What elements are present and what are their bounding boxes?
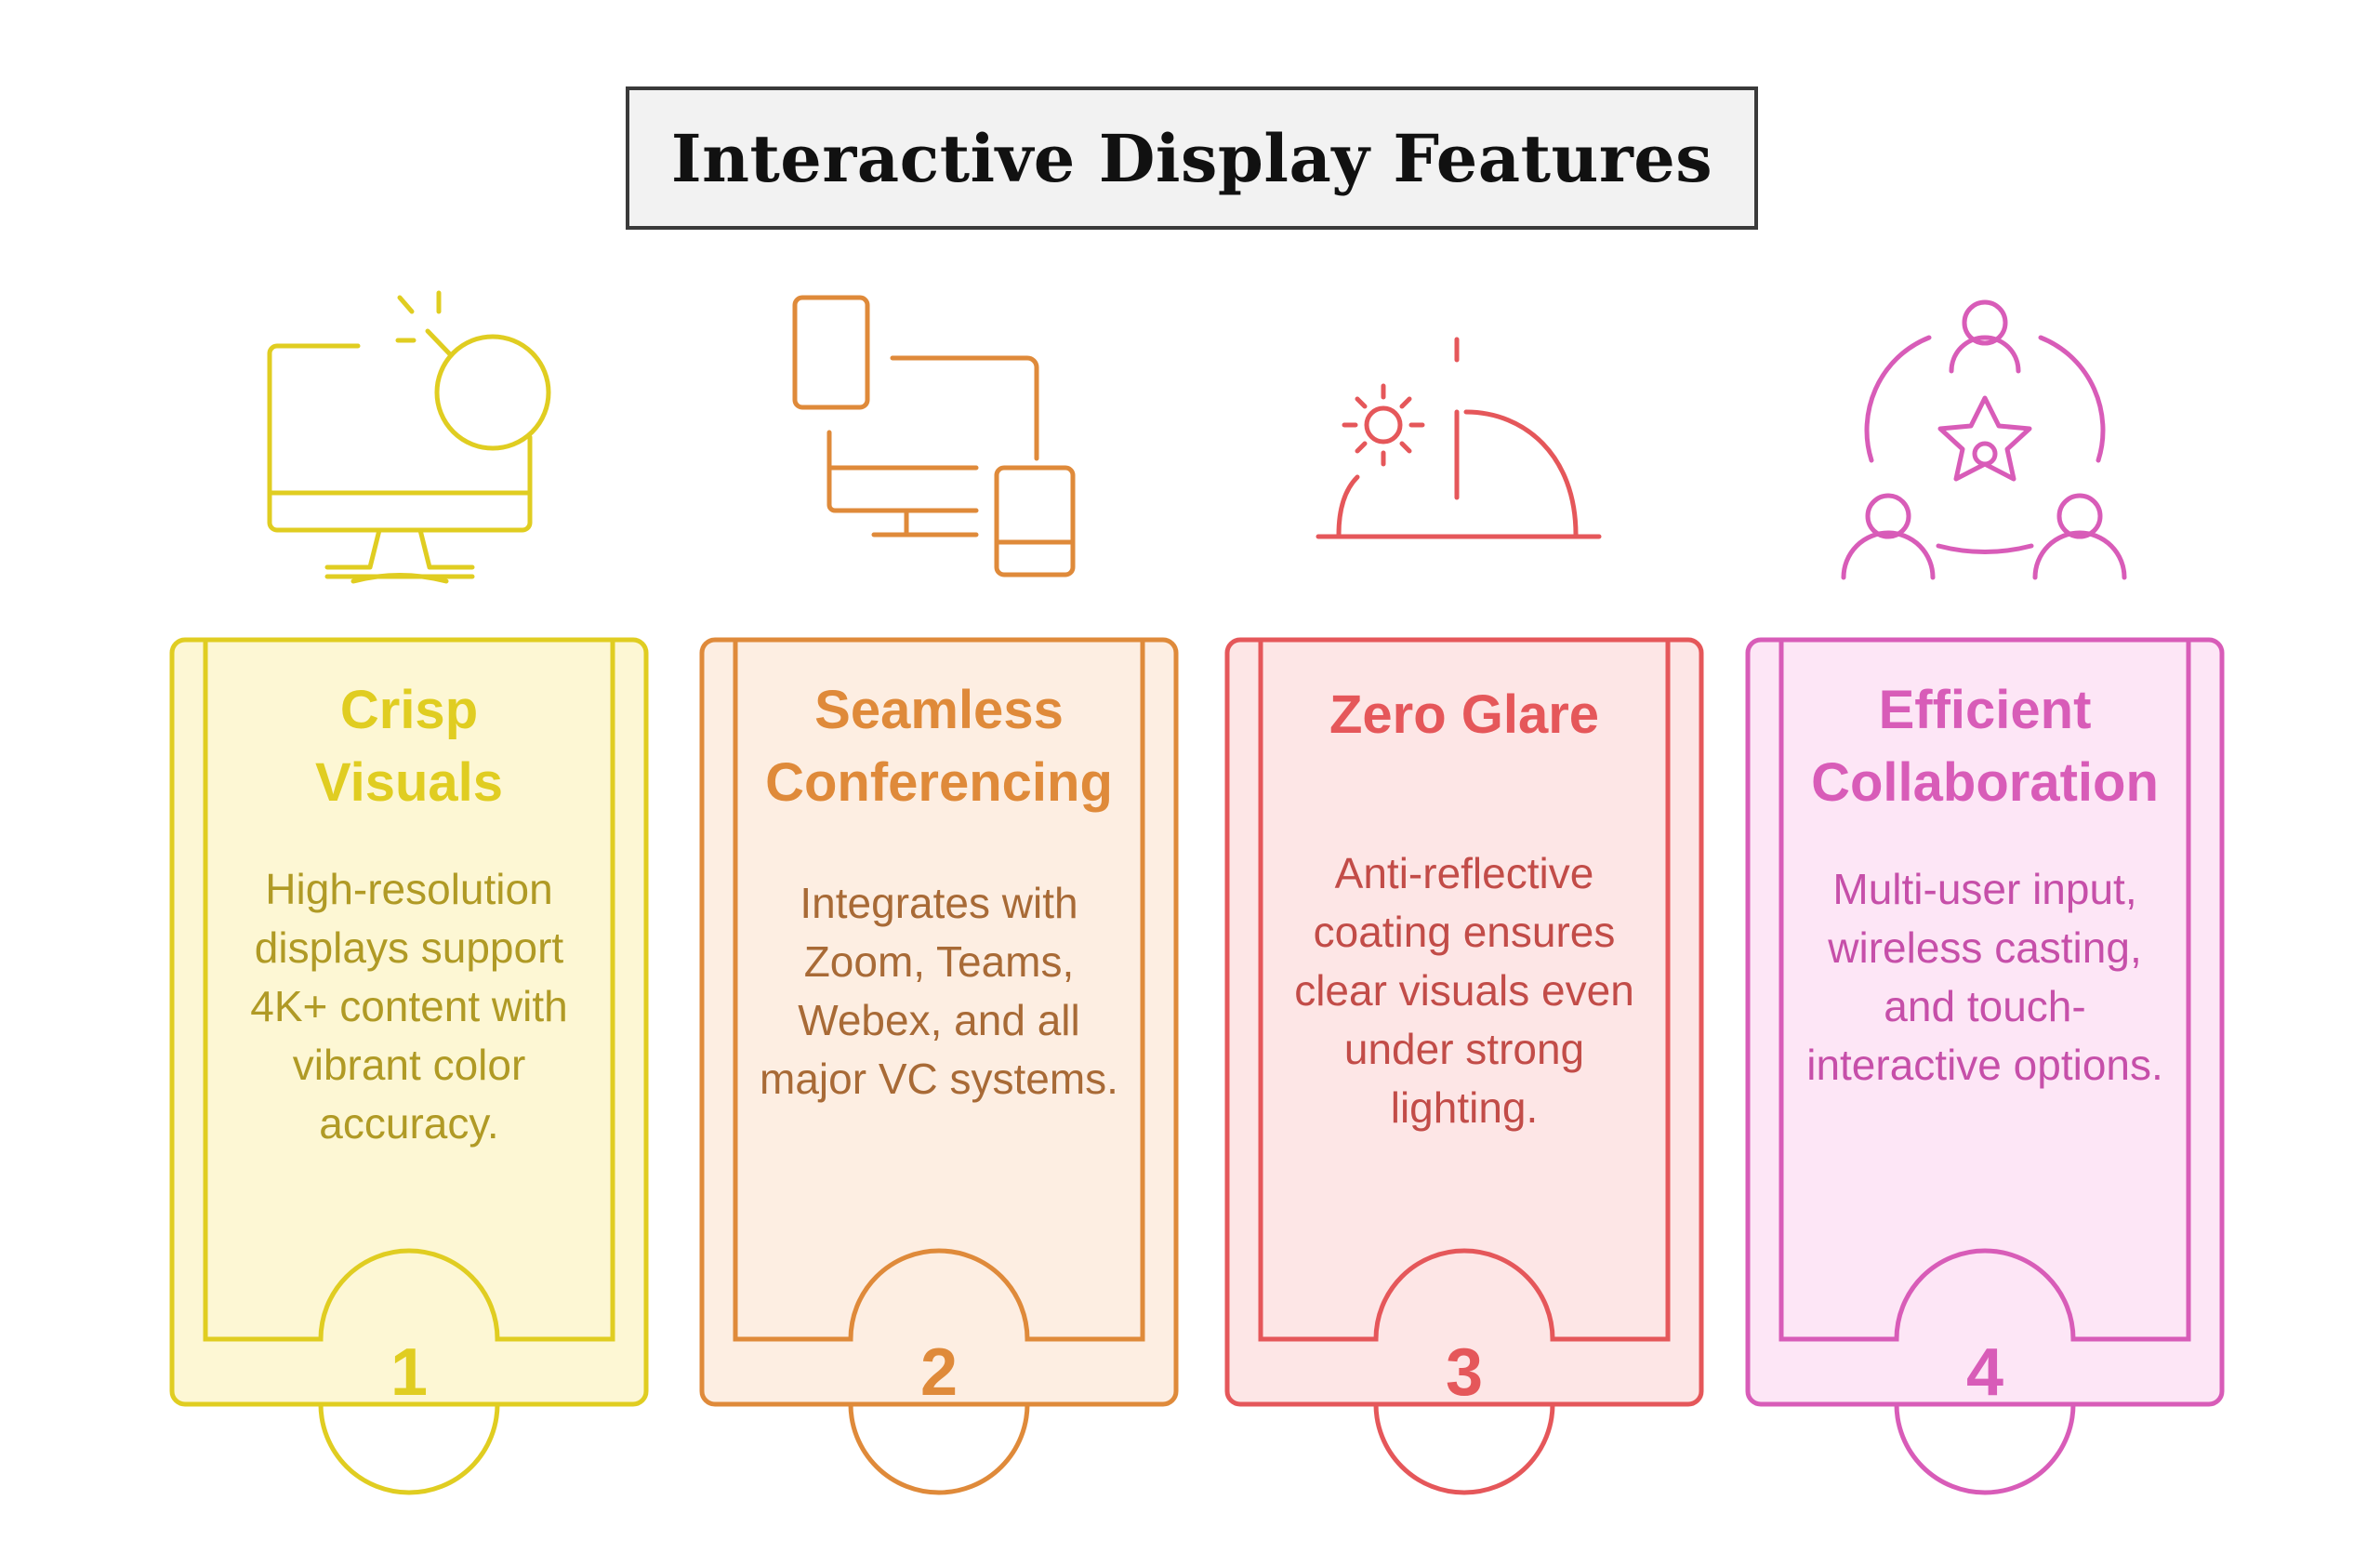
feature-title-2: Seamless Conferencing — [765, 680, 1113, 813]
feature-card-frame-1 — [169, 637, 649, 1495]
feature-card-frame-4 — [1745, 637, 2225, 1495]
feature-title-3: Zero Glare — [1329, 684, 1600, 745]
feature-description-1: High-resolution displays support 4K+ con… — [250, 865, 568, 1148]
feature-title-1: Crisp Visuals — [314, 680, 504, 813]
sun-dome-icon — [1316, 337, 1602, 539]
feature-title-4: Efficient Collaboration — [1811, 680, 2159, 813]
connected-devices-icon — [792, 295, 1076, 577]
feature-number-2: 2 — [919, 1335, 959, 1410]
feature-number-4: 4 — [1965, 1335, 2004, 1410]
feature-description-2: Integrates with Zoom, Teams, Webex, and … — [760, 879, 1118, 1103]
page-title: Interactive Display Features — [670, 119, 1713, 197]
monitor-icon — [267, 290, 551, 584]
feature-card-frame-3 — [1224, 637, 1704, 1495]
title-box: Interactive Display Features — [626, 86, 1758, 230]
feature-number-1: 1 — [390, 1335, 429, 1410]
feature-description-4: Multi-user input, wireless casting, and … — [1806, 865, 2163, 1089]
feature-description-3: Anti-reflective coating ensures clear vi… — [1294, 849, 1634, 1132]
feature-card-frame-2 — [699, 637, 1179, 1495]
feature-number-3: 3 — [1445, 1335, 1484, 1410]
team-collaboration-icon — [1841, 299, 2127, 580]
